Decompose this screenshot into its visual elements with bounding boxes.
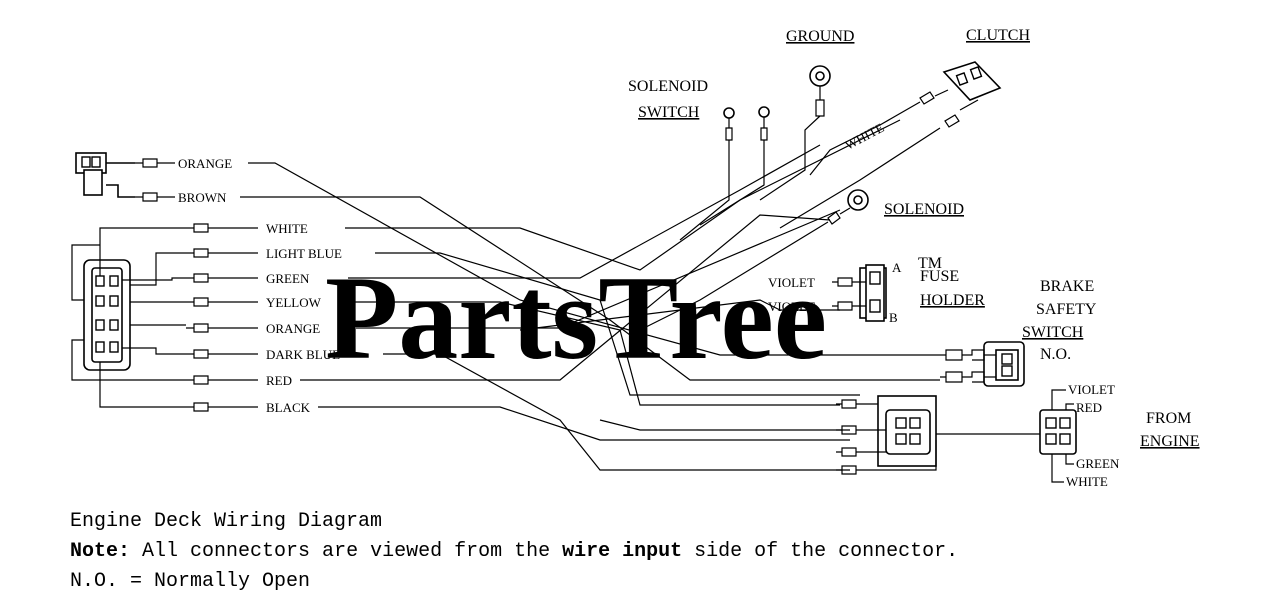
ground-terminal xyxy=(759,65,831,201)
harness-wires xyxy=(240,119,940,471)
note-text-2: side of the connector. xyxy=(682,540,959,563)
main-harness-connector xyxy=(71,227,186,408)
from-engine-connector xyxy=(1039,389,1077,483)
clutch-label: CLUTCH xyxy=(966,27,1030,44)
caption-note: Note: All connectors are viewed from the… xyxy=(70,540,958,563)
brake-label-1: BRAKE xyxy=(1040,278,1094,295)
caption-title: Engine Deck Wiring Diagram xyxy=(70,510,383,533)
wire-label-orange: ORANGE xyxy=(266,321,320,336)
note-bold: wire input xyxy=(562,540,683,563)
from-engine-label-1: FROM xyxy=(1146,410,1191,427)
solenoid-terminal xyxy=(639,189,869,331)
caption-no-definition: N.O. = Normally Open xyxy=(70,570,311,593)
wire-label-yellow: YELLOW xyxy=(266,295,322,310)
engine-wire-white: WHITE xyxy=(1066,474,1108,489)
fuse-wire-violet-b: VIOLET xyxy=(768,299,815,314)
wire-label-orange-top: ORANGE xyxy=(178,156,232,171)
left-terminals xyxy=(135,158,258,412)
note-label: Note: xyxy=(70,540,131,563)
brake-label-4: N.O. xyxy=(1040,346,1071,363)
wiring-diagram: PartsTree TM xyxy=(71,27,1200,489)
fuse-holder-label-1: FUSE xyxy=(920,268,959,285)
wire-label-white: WHITE xyxy=(266,221,308,236)
engine-wire-green: GREEN xyxy=(1076,456,1120,471)
wire-label-red: RED xyxy=(266,373,292,388)
wire-label-brown: BROWN xyxy=(178,190,227,205)
watermark: PartsTree xyxy=(325,251,827,384)
wire-label-dark-blue: DARK BLUE xyxy=(266,347,340,362)
solenoid-switch-terminals xyxy=(679,106,770,241)
engine-wire-violet: VIOLET xyxy=(1068,382,1115,397)
brake-safety-switch xyxy=(940,341,1025,387)
ground-label: GROUND xyxy=(786,28,854,45)
fuse-terminal-b: B xyxy=(889,310,898,325)
solenoid-switch-label-2: SWITCH xyxy=(638,104,700,121)
wire-label-white-clutch: WHITE xyxy=(842,120,886,153)
engine-wire-red: RED xyxy=(1076,400,1102,415)
watermark-tm: TM xyxy=(918,255,942,272)
solenoid-switch-label-1: SOLENOID xyxy=(628,78,708,95)
wire-label-green: GREEN xyxy=(266,271,310,286)
brake-label-3: SWITCH xyxy=(1022,324,1084,341)
solenoid-label: SOLENOID xyxy=(884,201,964,218)
engine-deck-connector xyxy=(836,395,1040,475)
fuse-holder-label-2: HOLDER xyxy=(920,292,985,309)
brake-label-2: SAFETY xyxy=(1036,301,1097,318)
wire-label-light-blue: LIGHT BLUE xyxy=(266,246,342,261)
top-left-connector xyxy=(75,152,135,198)
from-engine-label-2: ENGINE xyxy=(1140,433,1200,450)
note-text-1: All connectors are viewed from the xyxy=(142,540,563,563)
wire-label-black: BLACK xyxy=(266,400,311,415)
fuse-holder xyxy=(832,264,887,322)
fuse-wire-violet-a: VIOLET xyxy=(768,275,815,290)
clutch-connector xyxy=(779,61,1002,229)
fuse-terminal-a: A xyxy=(892,260,902,275)
